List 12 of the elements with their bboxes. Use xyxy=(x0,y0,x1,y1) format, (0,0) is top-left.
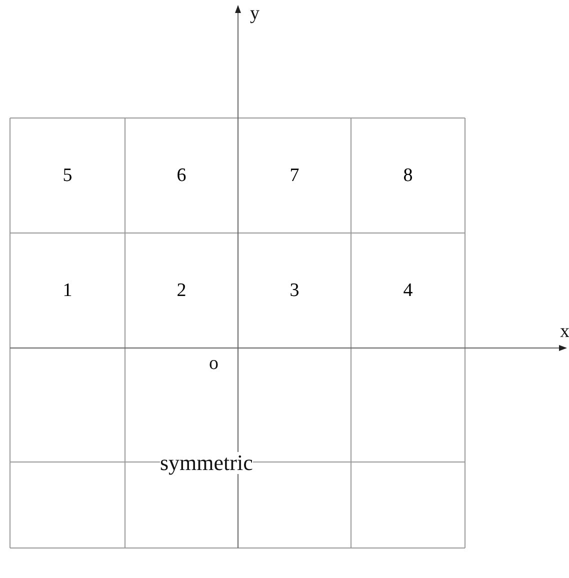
origin-label: o xyxy=(209,354,218,373)
cell-number: 5 xyxy=(62,164,72,186)
axis-label: y xyxy=(250,4,260,23)
axis-label: x xyxy=(560,322,569,341)
cell-number: 6 xyxy=(176,164,186,186)
region-note: symmetric xyxy=(160,452,253,474)
cell-number: 2 xyxy=(176,280,186,302)
cell-number: 1 xyxy=(62,280,72,302)
cell-number: 8 xyxy=(403,164,413,186)
cell-number: 7 xyxy=(290,164,300,186)
cell-number: 3 xyxy=(290,280,300,302)
cell-number: 4 xyxy=(403,280,413,302)
